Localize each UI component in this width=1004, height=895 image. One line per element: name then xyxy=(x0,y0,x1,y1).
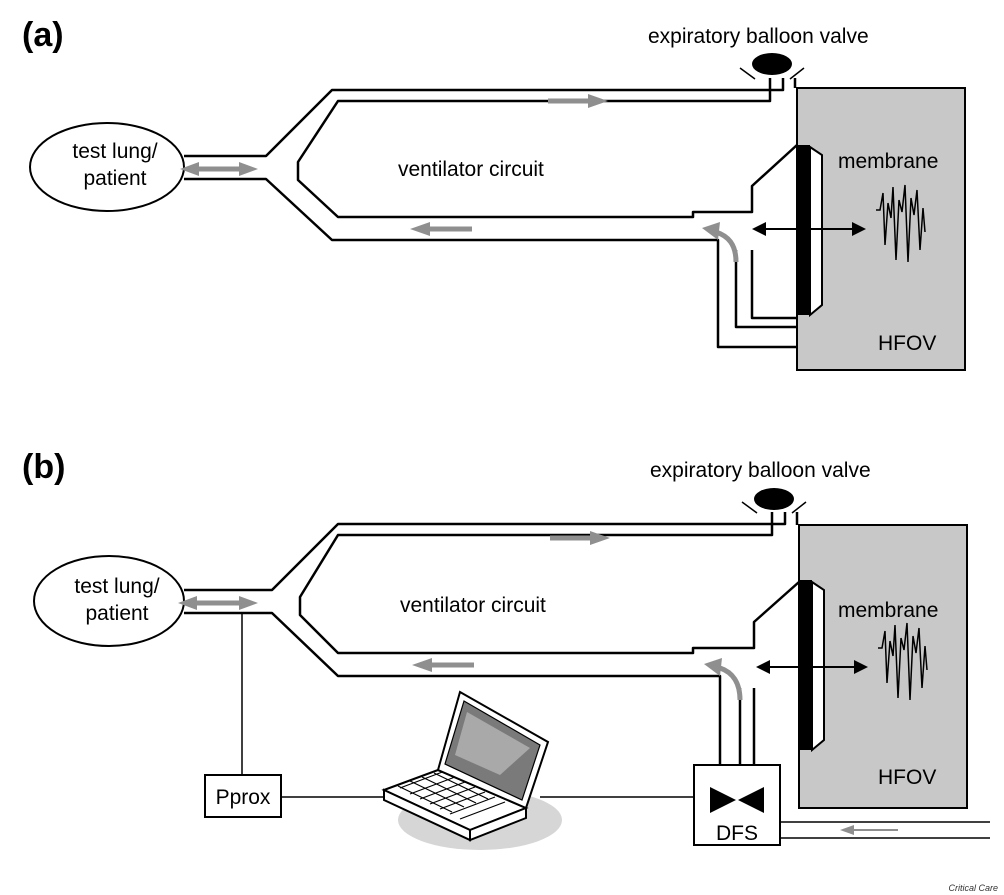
pprox-box xyxy=(204,774,282,818)
panel-a: (a) test lung/ patient expiratory balloo… xyxy=(22,16,966,371)
test-lung-b xyxy=(33,555,185,647)
valve-flare-b xyxy=(741,501,807,514)
test-lung-label-a-line2: patient xyxy=(83,167,146,190)
circuit-inner-tube-a xyxy=(296,78,798,329)
expiratory-balloon-valve-a xyxy=(752,53,792,75)
flow-arrow-curved-b xyxy=(704,658,743,701)
test-lung-label-b-line1: test lung/ xyxy=(74,575,159,598)
flow-arrow-lung-a xyxy=(180,162,258,176)
membrane-movement-arrow-b xyxy=(756,660,868,674)
dfs-box xyxy=(693,764,781,846)
oscillation-waveform-b xyxy=(878,622,928,701)
flow-arrow-supply xyxy=(840,825,898,835)
panel-b-label: (b) xyxy=(22,448,65,486)
membrane-label-b: membrane xyxy=(838,599,938,622)
dfs-valve-icon xyxy=(710,787,764,813)
circuit-label-a: ventilator circuit xyxy=(398,158,544,181)
oscillation-waveform-a xyxy=(876,184,926,263)
flow-arrow-top-a xyxy=(548,94,608,108)
expiratory-balloon-valve-b xyxy=(754,488,794,510)
circuit-inner-tube-b xyxy=(298,512,800,765)
flow-arrow-curved-a xyxy=(702,222,739,263)
membrane-housing-a xyxy=(809,145,823,318)
source-credit: Critical Care xyxy=(948,883,998,893)
hfov-label-a: HFOV xyxy=(878,332,936,355)
circuit-label-b: ventilator circuit xyxy=(400,594,546,617)
circuit-outer-tube-a xyxy=(184,78,797,349)
panel-b: (b) test lung/ patient expiratory balloo… xyxy=(22,448,990,850)
flow-arrow-bottom-a xyxy=(410,222,472,236)
pprox-label: Pprox xyxy=(216,786,271,809)
panel-a-label: (a) xyxy=(22,16,64,54)
valve-label-a: expiratory balloon valve xyxy=(648,25,869,48)
valve-flare-a xyxy=(739,67,805,80)
flow-arrow-bottom-b xyxy=(412,658,474,672)
test-lung-a xyxy=(29,122,185,212)
membrane-b xyxy=(799,580,812,750)
laptop-icon xyxy=(381,690,562,850)
test-lung-label-b-line2: patient xyxy=(85,602,148,625)
flow-arrow-top-b xyxy=(550,531,610,545)
hfov-label-b: HFOV xyxy=(878,766,936,789)
membrane-label-a: membrane xyxy=(838,150,938,173)
membrane-movement-arrow-a xyxy=(752,222,866,236)
dfs-label: DFS xyxy=(716,822,758,845)
valve-label-b: expiratory balloon valve xyxy=(650,459,871,482)
flow-arrow-lung-b xyxy=(178,596,258,610)
test-lung-label-a-line1: test lung/ xyxy=(72,140,157,163)
